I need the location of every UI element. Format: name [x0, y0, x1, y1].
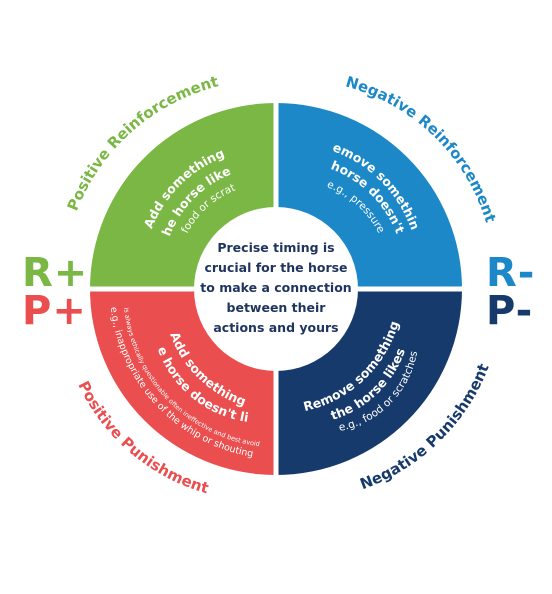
center-line-4: between their: [227, 300, 327, 315]
label-r-minus: R-: [486, 250, 536, 296]
center-line-1: Precise timing is: [217, 240, 334, 255]
center-text: Precise timing is crucial for the horse …: [200, 240, 351, 335]
center-line-2: crucial for the horse: [204, 260, 347, 275]
center-line-5: actions and yours: [213, 320, 338, 335]
center-line-3: to make a connection: [200, 280, 351, 295]
label-p-plus: P+: [22, 288, 87, 334]
label-r-plus: R+: [22, 250, 89, 296]
center-circle: [194, 207, 358, 371]
label-p-minus: P-: [486, 288, 534, 334]
